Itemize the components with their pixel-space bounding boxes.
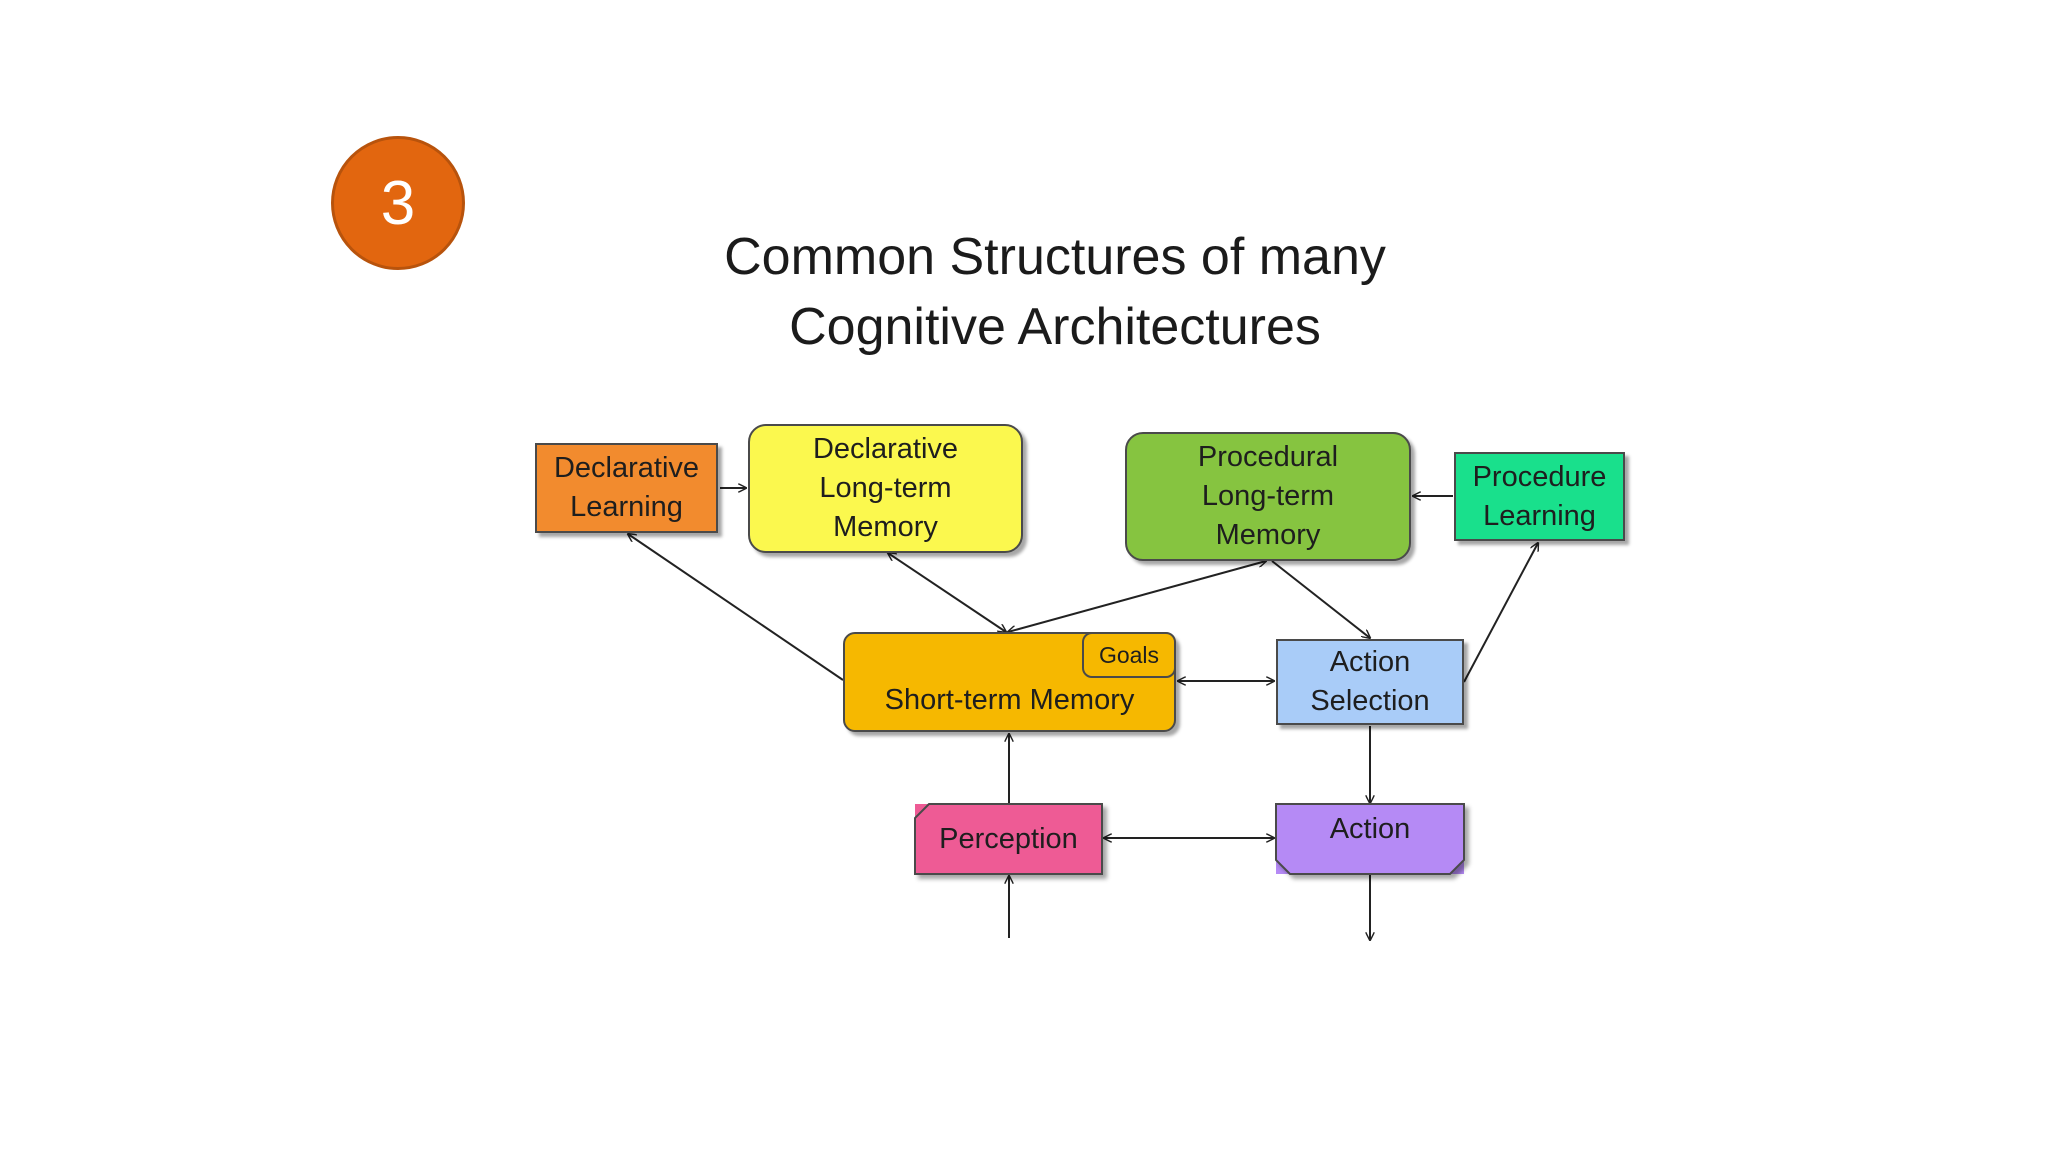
title-line-1: Common Structures of many [724, 228, 1386, 286]
action-label: Action [1329, 813, 1411, 845]
page-title: Common Structures of many Cognitive Arch… [600, 222, 1510, 362]
procedural-long-term-memory-box: Procedural Long-term Memory [1125, 432, 1411, 561]
goals-label: Goals [1098, 641, 1160, 668]
short-term-memory-label: Short-term Memory [884, 684, 1135, 716]
title-line-2: Cognitive Architectures [789, 298, 1321, 356]
perception-shape [914, 803, 1103, 875]
declarative-learning-box: Declarative Learning [535, 443, 718, 533]
procedure-learning-box: Procedure Learning [1454, 452, 1625, 541]
arrow-stm-to-decl-learning [628, 534, 844, 681]
procedural-long-term-memory-label: Procedural Long-term Memory [1197, 441, 1339, 551]
action-box: Action [1275, 803, 1465, 875]
declarative-long-term-memory-box: Declarative Long-term Memory [748, 424, 1023, 553]
arrow-proc-ltm-to-action-sel [1271, 560, 1370, 638]
perception-label: Perception [939, 822, 1078, 855]
goals-box: Goals [1082, 632, 1176, 678]
arrow-action-sel-to-proc-learning [1463, 543, 1538, 683]
arrow-decl-ltm-stm [888, 553, 1006, 632]
slide-number-badge: 3 [331, 136, 465, 270]
slide-number: 3 [380, 168, 416, 238]
perception-box: Perception [914, 803, 1103, 875]
procedure-learning-label: Procedure Learning [1472, 460, 1607, 532]
arrow-proc-ltm-stm [1008, 561, 1266, 632]
action-selection-box: Action Selection [1276, 639, 1464, 725]
action-selection-label: Action Selection [1310, 646, 1430, 717]
declarative-long-term-memory-label: Declarative Long-term Memory [812, 433, 959, 543]
action-shape [1275, 803, 1465, 875]
declarative-learning-label: Declarative Learning [553, 452, 700, 523]
